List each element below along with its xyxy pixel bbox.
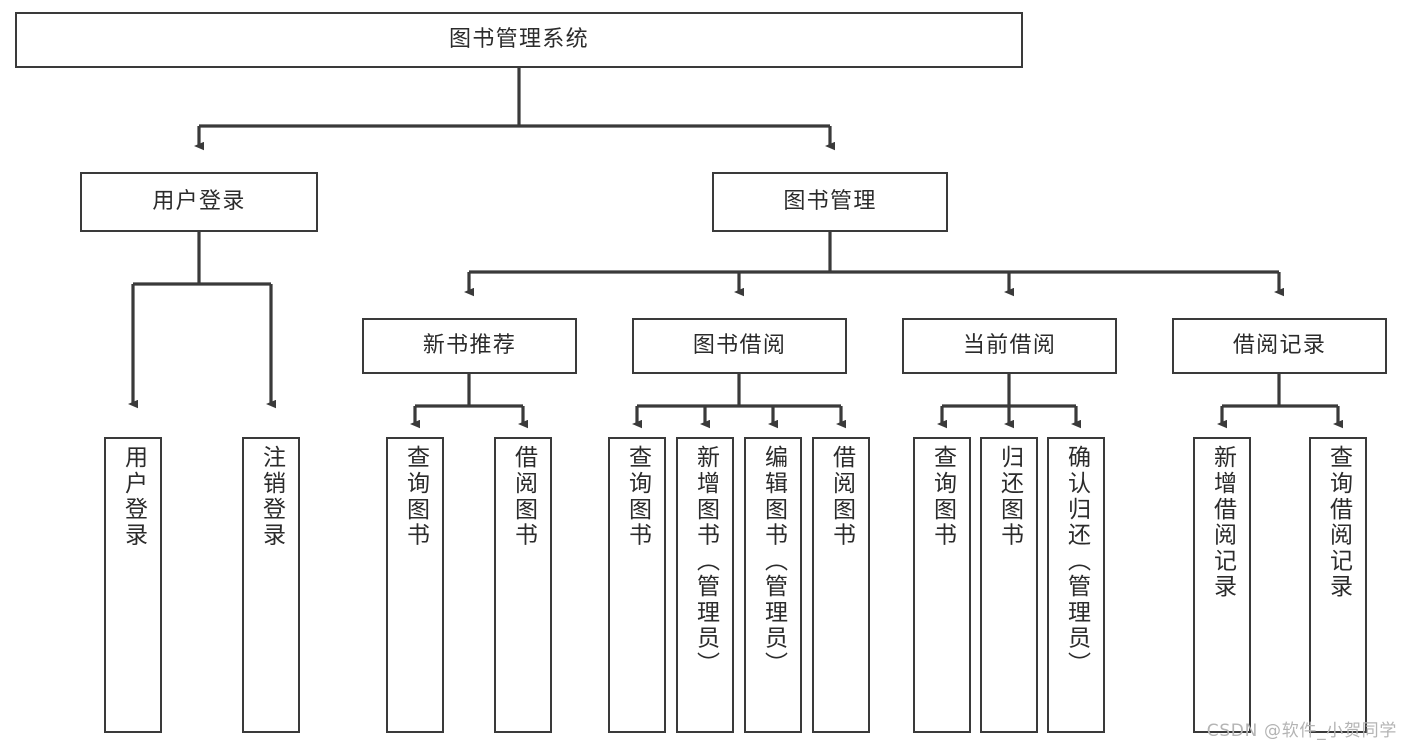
node-label: 确认归还（管理员）	[1063, 445, 1090, 677]
node-leaf-borrow-book[interactable]: 借阅图书	[812, 437, 870, 733]
node-label: 借阅图书	[828, 445, 855, 549]
node-root-book-management-system[interactable]: 图书管理系统	[15, 12, 1023, 68]
node-label: 注销登录	[258, 445, 285, 549]
watermark-text: CSDN @软件_小贺同学	[1206, 721, 1397, 741]
node-leaf-add-borrow-record[interactable]: 新增借阅记录	[1193, 437, 1251, 733]
node-leaf-confirm-return[interactable]: 确认归还（管理员）	[1047, 437, 1105, 733]
node-label: 借阅图书	[510, 445, 537, 549]
node-label: 用户登录	[152, 188, 246, 214]
node-label: 借阅记录	[1232, 332, 1327, 358]
node-user-login[interactable]: 用户登录	[80, 172, 318, 232]
node-label: 当前借阅	[962, 332, 1057, 358]
node-leaf-borrow-book-recommend[interactable]: 借阅图书	[494, 437, 552, 733]
node-leaf-query-book-current[interactable]: 查询图书	[913, 437, 971, 733]
node-label: 用户登录	[120, 445, 147, 549]
node-label: 图书借阅	[692, 332, 787, 358]
node-leaf-query-borrow-record[interactable]: 查询借阅记录	[1309, 437, 1367, 733]
node-label: 新增借阅记录	[1209, 445, 1236, 600]
node-new-book-recommend[interactable]: 新书推荐	[362, 318, 577, 374]
node-leaf-user-login[interactable]: 用户登录	[104, 437, 162, 733]
node-leaf-query-book-borrow[interactable]: 查询图书	[608, 437, 666, 733]
node-leaf-logout-login[interactable]: 注销登录	[242, 437, 300, 733]
node-label: 查询图书	[402, 445, 429, 549]
node-label: 图书管理系统	[449, 26, 589, 52]
node-label: 查询图书	[624, 445, 651, 549]
node-label: 查询图书	[929, 445, 956, 549]
node-book-management[interactable]: 图书管理	[712, 172, 948, 232]
node-borrow-record[interactable]: 借阅记录	[1172, 318, 1387, 374]
node-label: 归还图书	[996, 445, 1023, 549]
node-label: 编辑图书（管理员）	[760, 445, 787, 677]
node-book-borrow[interactable]: 图书借阅	[632, 318, 847, 374]
node-leaf-query-book-recommend[interactable]: 查询图书	[386, 437, 444, 733]
node-leaf-edit-book[interactable]: 编辑图书（管理员）	[744, 437, 802, 733]
node-label: 查询借阅记录	[1325, 445, 1352, 600]
node-label: 图书管理	[783, 188, 877, 214]
node-label: 新增图书（管理员）	[692, 445, 719, 677]
node-leaf-add-book[interactable]: 新增图书（管理员）	[676, 437, 734, 733]
node-current-borrow[interactable]: 当前借阅	[902, 318, 1117, 374]
node-leaf-return-book[interactable]: 归还图书	[980, 437, 1038, 733]
node-label: 新书推荐	[422, 332, 517, 358]
